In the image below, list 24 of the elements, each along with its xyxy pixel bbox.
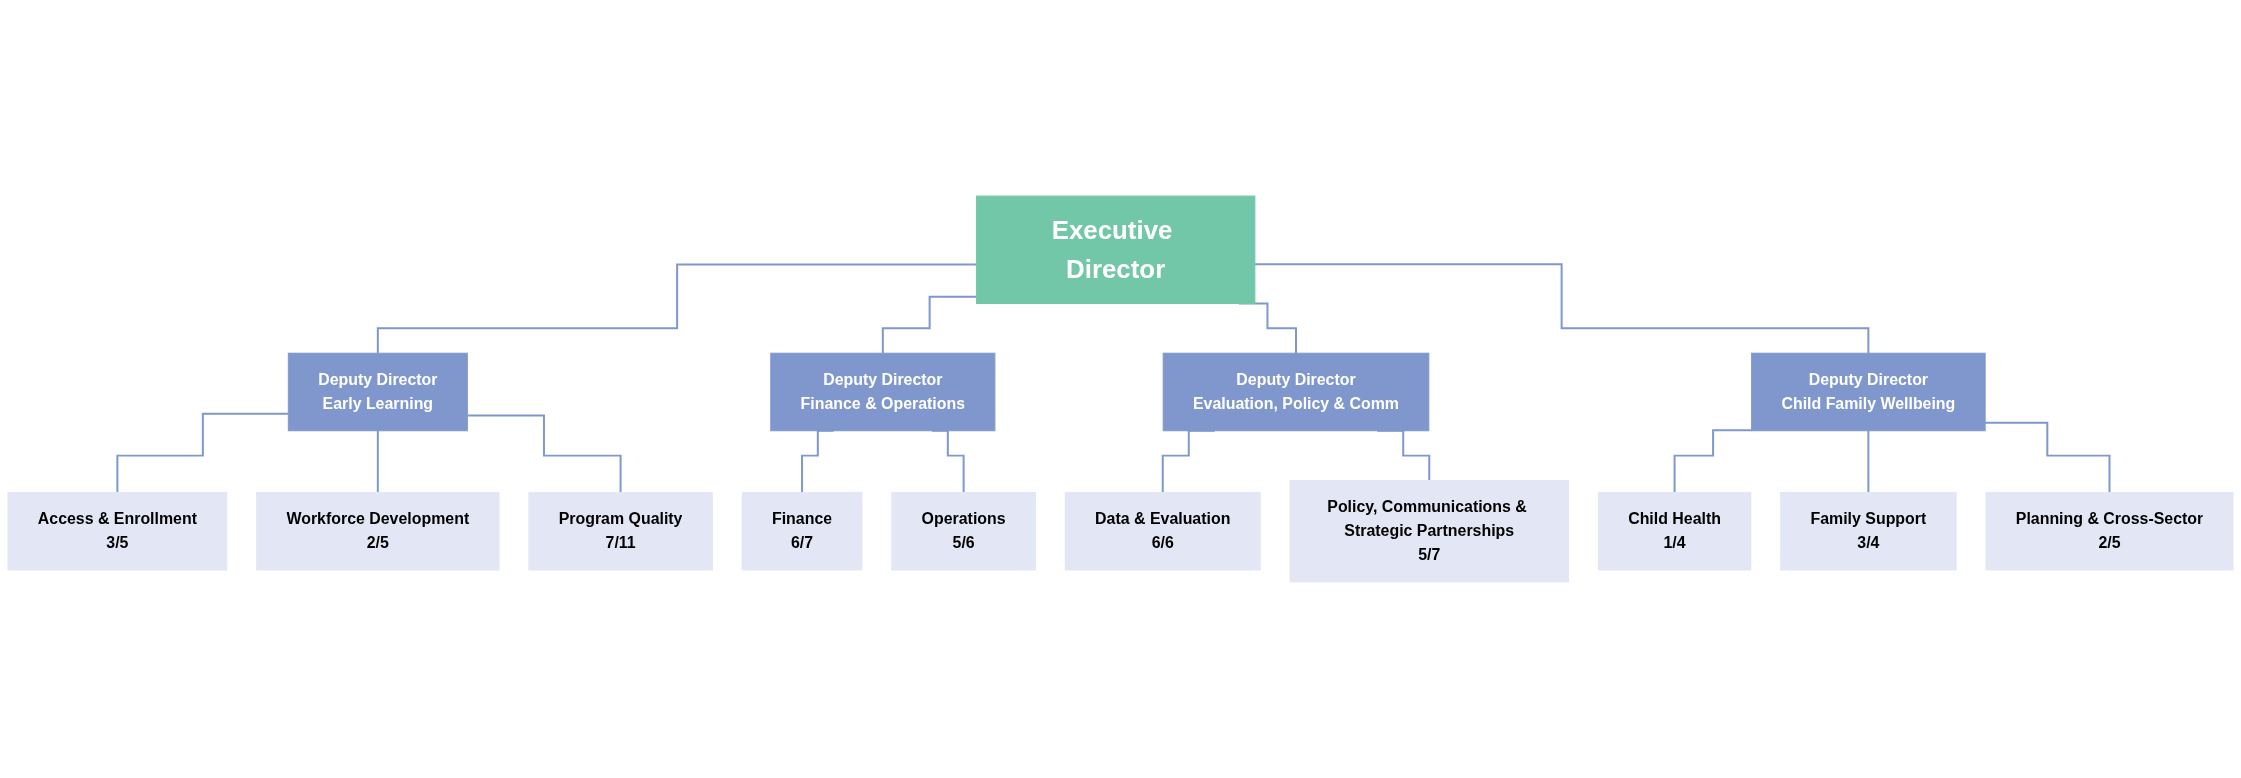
node-box: Deputy Director Evaluation, Policy & Comm: [1162, 352, 1430, 432]
node-box: Program Quality 7/11: [528, 491, 713, 571]
node-box: Deputy Director Finance & Operations: [770, 352, 996, 432]
node-box: Data & Evaluation 6/6: [1064, 491, 1261, 571]
connector: [1673, 429, 1753, 494]
connector: [1253, 263, 1870, 355]
node-box: Planning & Cross-Sector 2/5: [1985, 491, 2234, 571]
connector: [466, 414, 622, 494]
node-box: Deputy Director Child Family Wellbeing: [1751, 352, 1986, 432]
node-box: Child Health 1/4: [1597, 491, 1752, 571]
node-box: Family Support 3/4: [1780, 491, 1957, 571]
node-box: Policy, Communications & Strategic Partnerships 5/7: [1289, 480, 1569, 583]
connector: [1984, 421, 2111, 494]
connector: [116, 412, 290, 494]
node-box: Operations 5/6: [891, 491, 1036, 571]
connector: [1867, 429, 1870, 494]
node-box: Access & Enrollment 3/5: [7, 491, 228, 571]
connector: [376, 429, 379, 494]
node-box: Finance 6/7: [741, 491, 863, 571]
connector: [881, 295, 978, 355]
node-box: Executive Director: [975, 195, 1256, 304]
node-box: Deputy Director Early Learning: [287, 352, 468, 432]
node-box: Workforce Development 2/5: [256, 491, 500, 571]
connector: [376, 263, 978, 355]
